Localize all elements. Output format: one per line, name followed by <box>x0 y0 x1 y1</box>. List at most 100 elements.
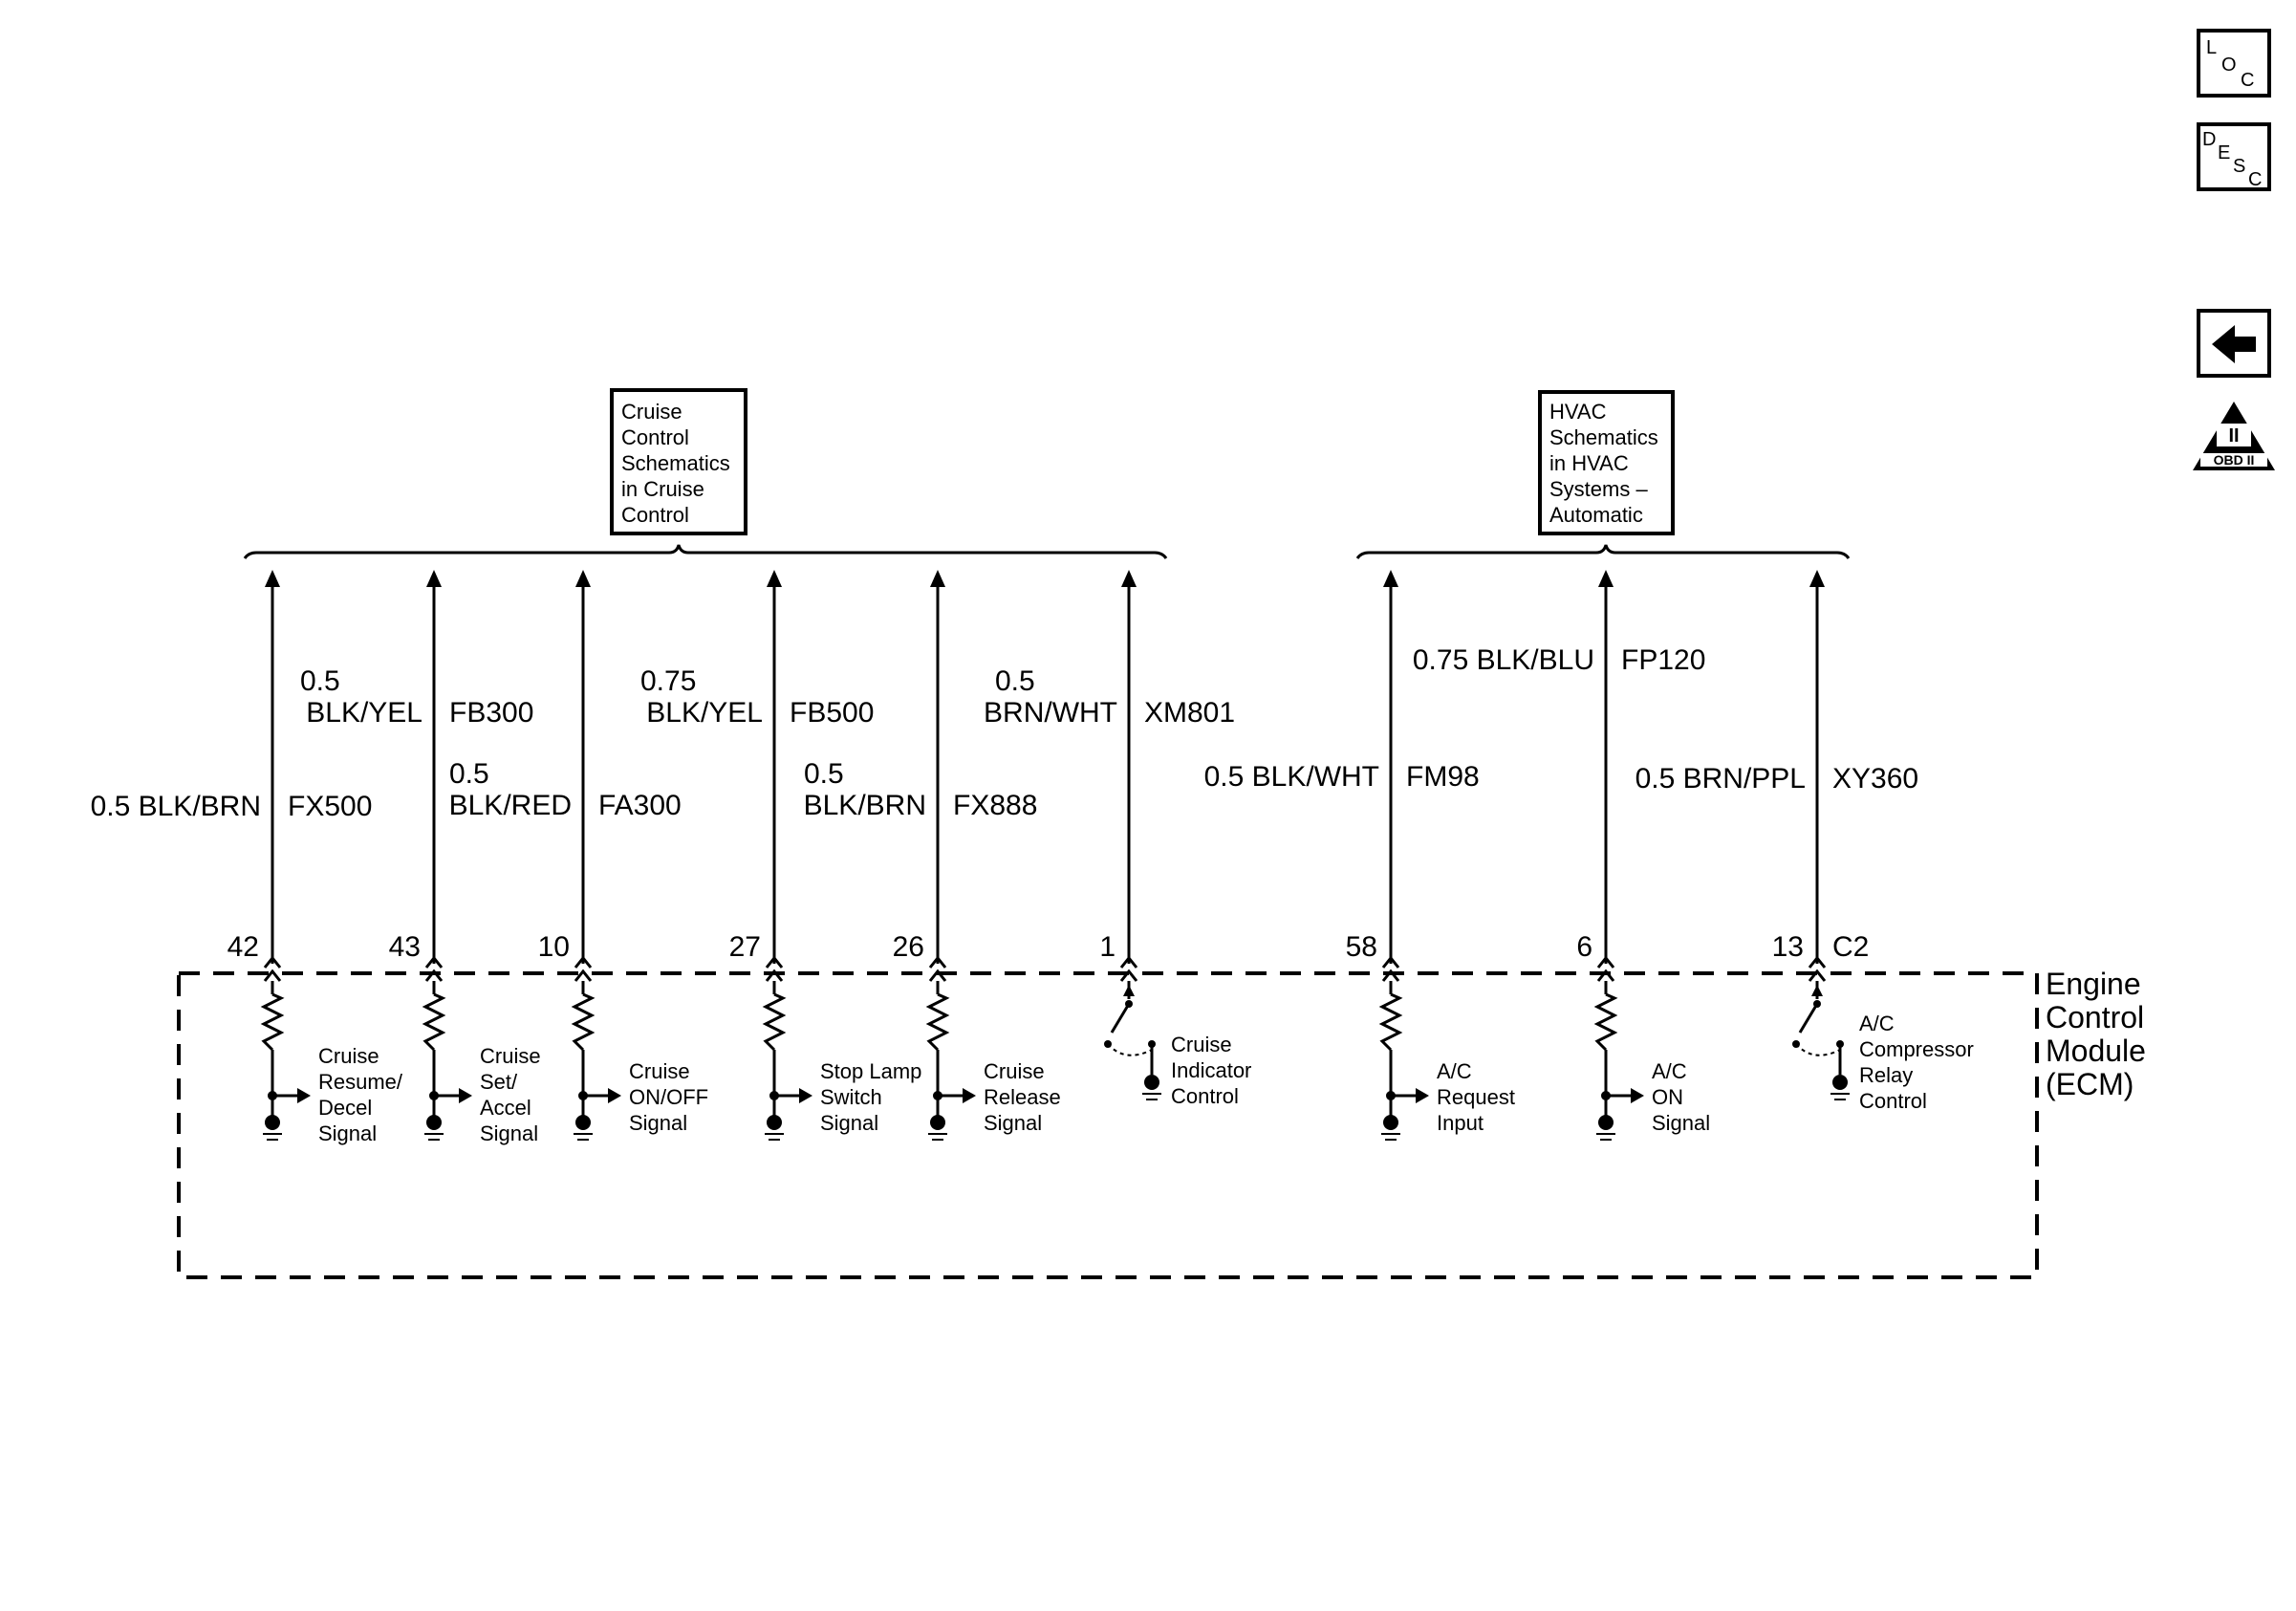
signal-label-line: Stop Lamp <box>820 1059 921 1083</box>
hvac-brace <box>1355 544 1851 559</box>
resistor-icon <box>422 992 446 1052</box>
circuit-id: XY360 <box>1832 763 1918 795</box>
connector-chevron-icon <box>1381 955 1400 969</box>
cruise-ref-line-2: Control <box>621 425 689 449</box>
pin-number: 6 <box>1576 931 1592 963</box>
ground-icon <box>1598 1115 1614 1130</box>
pin-number: 58 <box>1346 931 1377 963</box>
desc-letter-4: C <box>2248 169 2262 190</box>
connector-chevron-icon <box>424 969 444 982</box>
hvac-ref-box[interactable]: HVAC Schematics in HVAC Systems – Automa… <box>1538 390 1675 535</box>
loc-letter-2: O <box>2221 54 2237 76</box>
connector-chevron-icon <box>1381 969 1400 982</box>
ground-icon <box>426 1115 442 1130</box>
signal-label-line: Indicator <box>1171 1058 1251 1082</box>
connector-chevron-icon <box>928 955 947 969</box>
connector-chevron-icon <box>424 955 444 969</box>
hvac-ref-line-5: Automatic <box>1549 503 1643 527</box>
desc-icon[interactable]: D E S C <box>2197 122 2271 191</box>
signal-label-line: Cruise <box>318 1044 379 1068</box>
ecm-boundary <box>177 971 2039 1279</box>
obd-ii-icon[interactable]: II OBD II <box>2193 402 2275 470</box>
ground-icon <box>1144 1075 1159 1090</box>
pin-number: 42 <box>227 931 259 963</box>
cruise-ref-box[interactable]: Cruise Control Schematics in Cruise Cont… <box>610 388 747 535</box>
signal-label-line: Release <box>984 1085 1061 1109</box>
wire-color: BLK/YEL <box>306 697 422 729</box>
connector-label: C2 <box>1832 931 1869 963</box>
loc-icon[interactable]: L O C <box>2197 29 2271 98</box>
hvac-ref-line-2: Schematics <box>1549 425 1658 449</box>
arrow-right-icon <box>608 1088 621 1103</box>
cruise-ref-line-5: Control <box>621 503 689 527</box>
switch-icon <box>1798 1003 1819 1034</box>
circuit-id: FB300 <box>449 697 533 729</box>
signal-label-line: Cruise <box>1171 1033 1232 1056</box>
signal-label-line: Cruise <box>480 1044 541 1068</box>
wire-size: 0.75 <box>640 665 696 697</box>
wire-size: 0.5 <box>449 758 489 790</box>
ecm-label-line-2: Control <box>2046 1000 2144 1034</box>
arrow-right-icon <box>799 1088 812 1103</box>
signal-label-line: Signal <box>984 1111 1042 1135</box>
arrow-up-icon <box>1811 985 1823 996</box>
pin-number: 13 <box>1772 931 1804 963</box>
switch-icon <box>1110 1003 1131 1034</box>
resistor-icon <box>260 992 285 1052</box>
wire-size-color: 0.5 BLK/BRN <box>91 791 261 822</box>
arrow-right-icon <box>297 1088 311 1103</box>
arrow-up-icon <box>1121 570 1137 587</box>
connector-chevron-icon <box>574 955 593 969</box>
wire-size: 0.5 <box>804 758 844 790</box>
signal-label-line: Request <box>1437 1085 1515 1109</box>
pin-number: 26 <box>893 931 924 963</box>
signal-label-line: Set/ <box>480 1070 518 1094</box>
arrow-up-icon <box>1598 570 1614 587</box>
connector-chevron-icon <box>574 969 593 982</box>
signal-label-line: ON <box>1652 1085 1683 1109</box>
arrow-right-icon <box>963 1088 976 1103</box>
connector-chevron-icon <box>1596 969 1615 982</box>
wire-color: BLK/YEL <box>646 697 763 729</box>
back-arrow-icon[interactable] <box>2197 309 2271 378</box>
arrow-up-icon <box>767 570 782 587</box>
arrow-up-icon <box>930 570 945 587</box>
loc-letter-3: C <box>2241 70 2254 91</box>
desc-letter-1: D <box>2202 129 2216 150</box>
loc-letter-1: L <box>2206 37 2217 58</box>
hvac-ref-line-3: in HVAC <box>1549 451 1629 475</box>
circuit-id: FX500 <box>288 791 372 822</box>
cruise-ref-line-1: Cruise <box>621 400 682 424</box>
circuit-id: FA300 <box>598 790 682 821</box>
ground-icon <box>1832 1075 1848 1090</box>
circuit-id: FB500 <box>790 697 874 729</box>
resistor-icon <box>571 992 596 1052</box>
signal-label-line: Signal <box>1652 1111 1710 1135</box>
ecm-label-line-4: (ECM) <box>2046 1067 2134 1101</box>
signal-label-line: Signal <box>318 1121 377 1145</box>
hvac-ref-line-1: HVAC <box>1549 400 1607 424</box>
signal-label-line: A/C <box>1437 1059 1472 1083</box>
desc-letter-3: S <box>2233 156 2245 177</box>
arrow-right-icon <box>459 1088 472 1103</box>
arrow-up-icon <box>1383 570 1398 587</box>
signal-label-line: Control <box>1171 1084 1239 1108</box>
signal-label-line: Compressor <box>1859 1037 1974 1061</box>
ground-icon <box>265 1115 280 1130</box>
signal-label-line: A/C <box>1652 1059 1687 1083</box>
arrow-up-icon <box>1809 570 1825 587</box>
arrow-up-icon <box>1123 985 1135 996</box>
pin-number: 43 <box>389 931 421 963</box>
hvac-ref-line-4: Systems – <box>1549 477 1648 501</box>
pin-number: 27 <box>729 931 761 963</box>
